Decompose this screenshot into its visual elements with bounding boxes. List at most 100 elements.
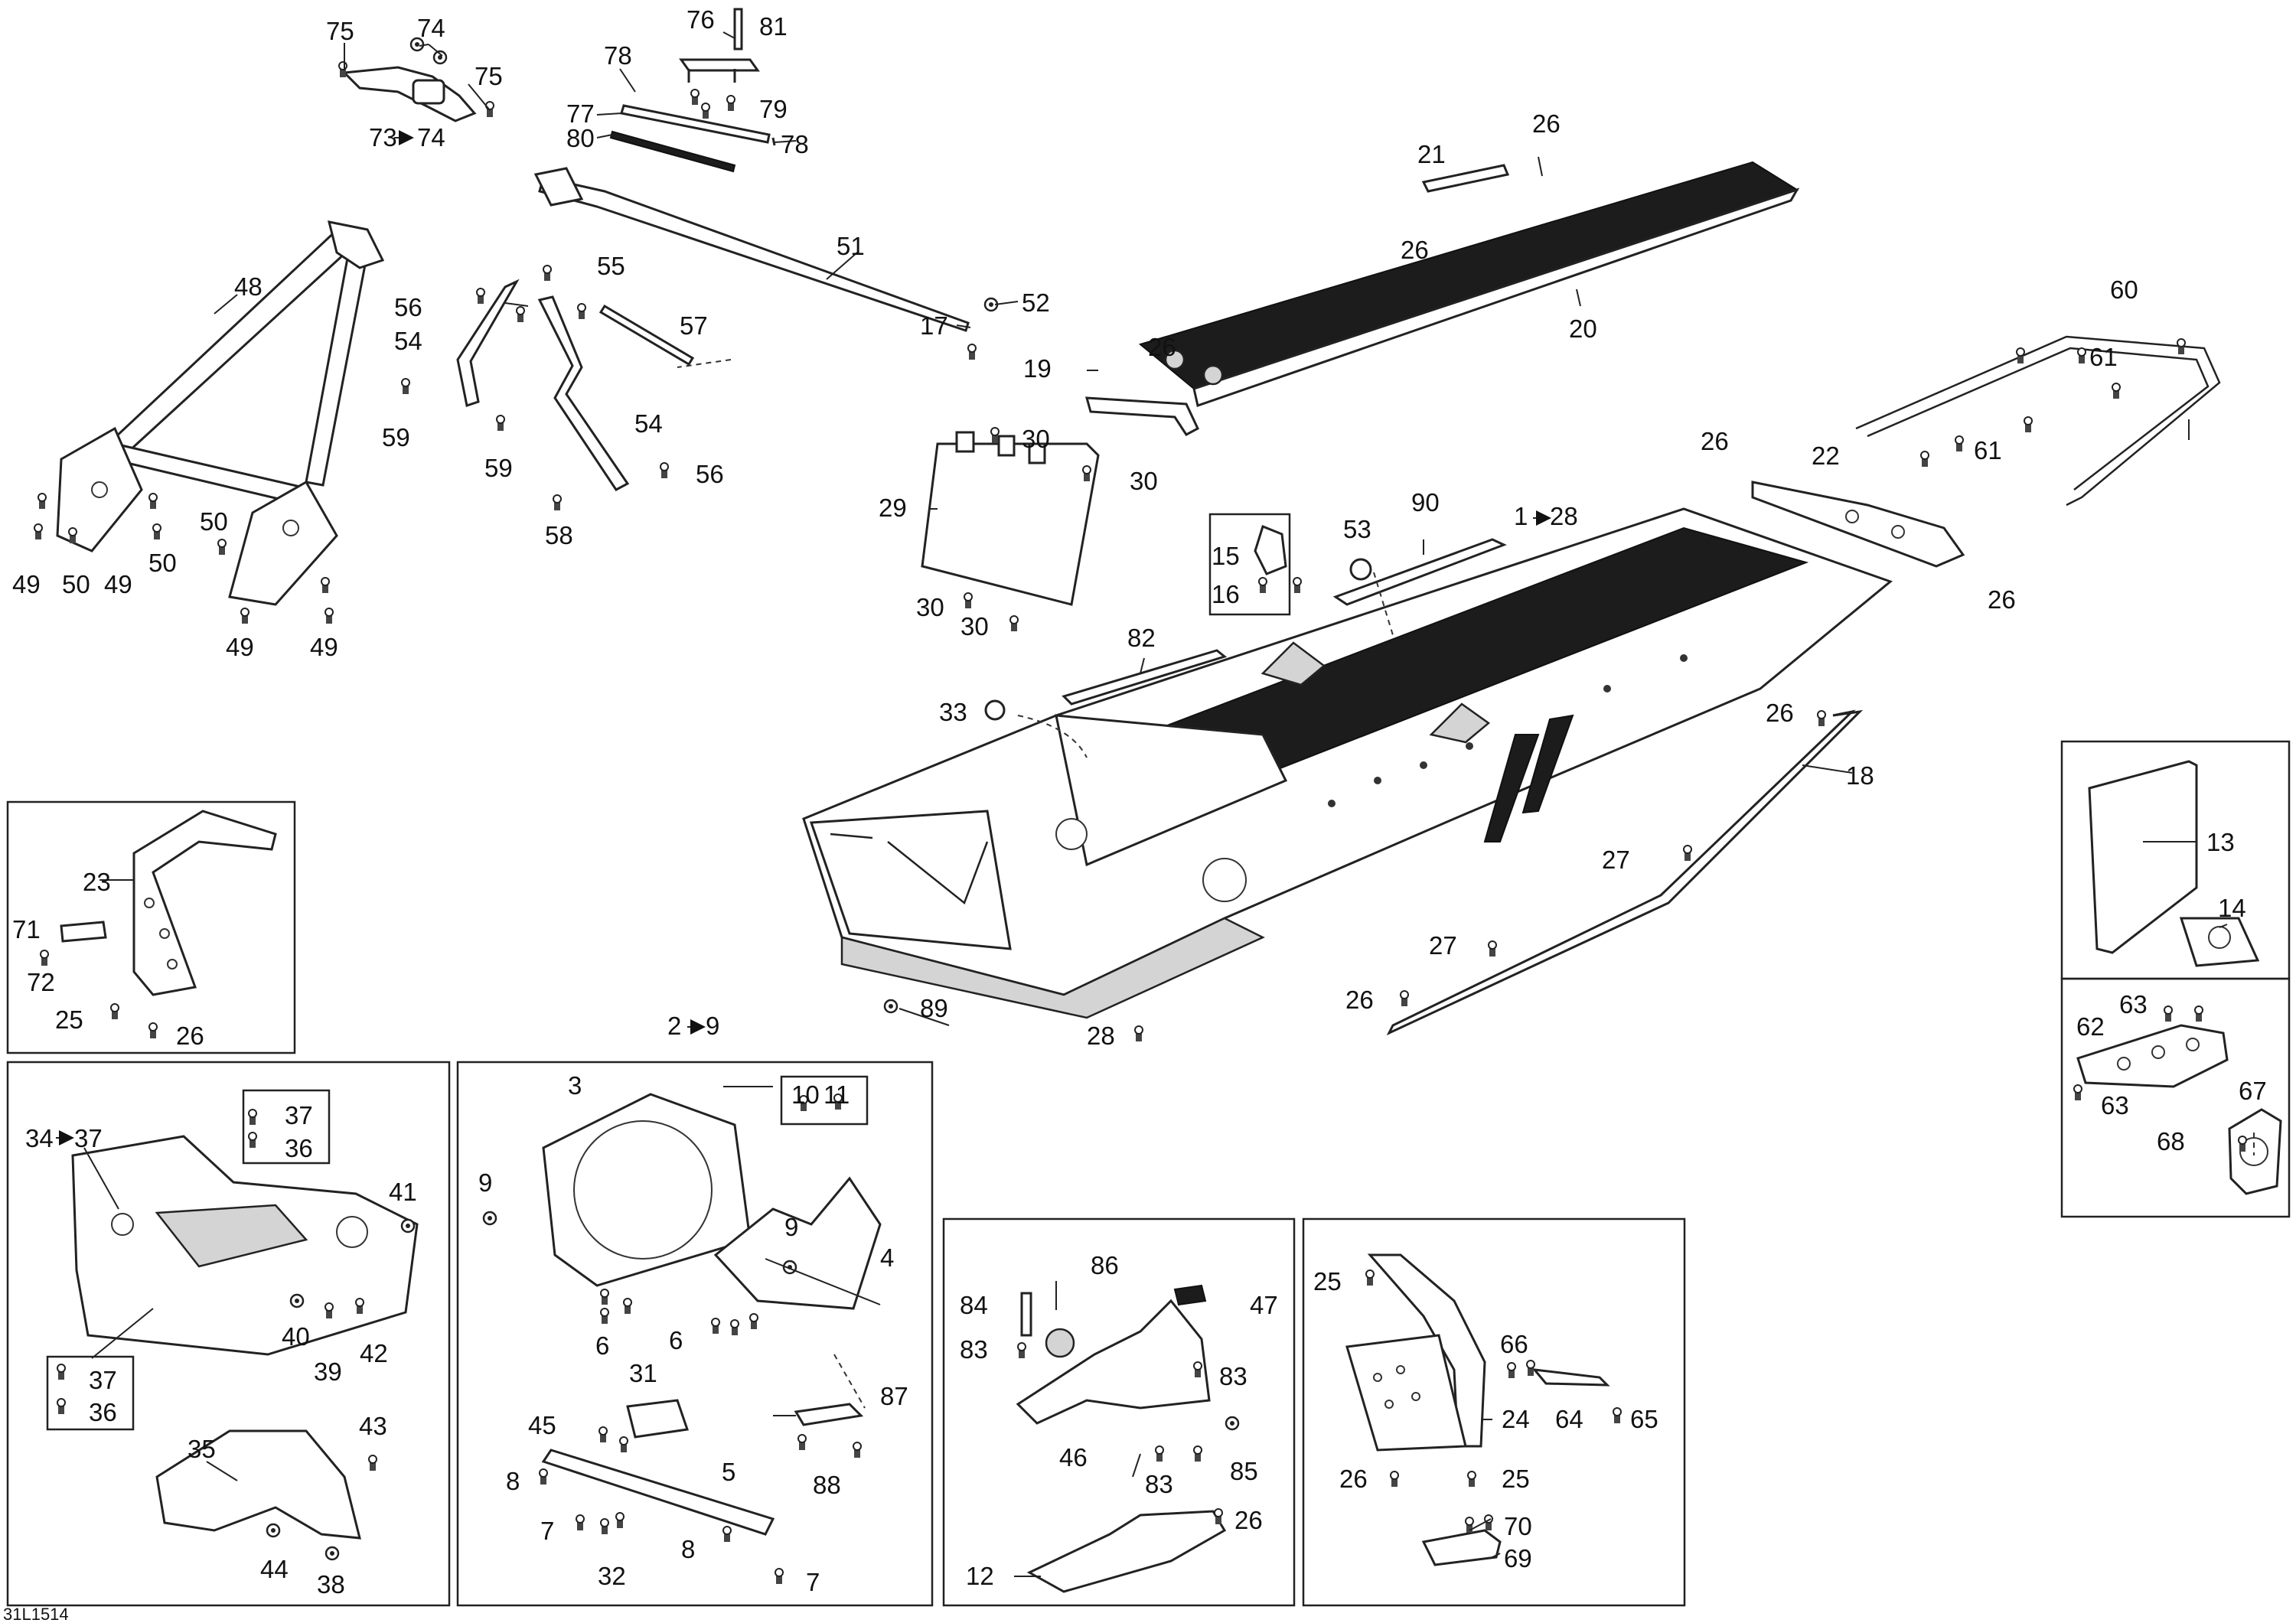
callout-27: 27 — [1429, 931, 1457, 960]
callout-75: 75 — [475, 62, 503, 90]
callout-26: 26 — [1148, 333, 1176, 361]
callout-36: 36 — [285, 1134, 313, 1162]
callout-24: 24 — [1502, 1405, 1530, 1433]
callout-58: 58 — [545, 521, 573, 549]
callout-6: 6 — [669, 1326, 683, 1354]
callout-7: 7 — [806, 1568, 820, 1596]
callout-26: 26 — [1766, 699, 1794, 727]
callout-13: 13 — [2206, 828, 2235, 856]
callout-79: 79 — [759, 95, 788, 123]
part-tank-29 — [921, 427, 1100, 632]
callout-21: 21 — [1417, 140, 1446, 168]
callout-9: 9 — [706, 1012, 719, 1040]
callout-64: 64 — [1555, 1405, 1583, 1433]
callout-19: 19 — [1023, 354, 1052, 383]
callout-81: 81 — [759, 12, 788, 41]
part-frame-34 — [57, 1109, 419, 1415]
callout-89: 89 — [920, 994, 948, 1022]
callout-73: 73 — [369, 123, 397, 152]
callout-40: 40 — [282, 1322, 310, 1351]
callout-34: 34 — [25, 1124, 54, 1152]
part-bracket-67 — [2228, 1108, 2282, 1195]
callout-75: 75 — [326, 17, 354, 45]
part-decal-87 — [794, 1403, 864, 1458]
callout-10: 10 — [791, 1080, 820, 1109]
callout-57: 57 — [680, 311, 708, 340]
callout-61: 61 — [1974, 436, 2002, 464]
callout-7: 7 — [540, 1517, 554, 1545]
callout-39: 39 — [314, 1357, 342, 1386]
inset-box-62-68 — [2060, 977, 2291, 1218]
callout-84: 84 — [960, 1291, 988, 1319]
callout-29: 29 — [879, 494, 907, 522]
callout-27: 27 — [1602, 846, 1630, 874]
callout-35: 35 — [188, 1435, 216, 1463]
callout-12: 12 — [966, 1562, 994, 1590]
part-bracket-22 — [1751, 481, 1965, 568]
part-plate-14 — [2179, 917, 2260, 967]
callout-63: 63 — [2119, 990, 2148, 1018]
callout-50: 50 — [148, 549, 177, 577]
callout-69: 69 — [1504, 1544, 1532, 1572]
callout-1: 1 — [1514, 502, 1528, 530]
inset-box-34-37 — [6, 1061, 451, 1607]
part-plate-31 — [598, 1399, 690, 1453]
callout-72: 72 — [27, 968, 55, 996]
part-bracket-35 — [155, 1429, 377, 1561]
callout-36: 36 — [89, 1398, 117, 1426]
callout-76: 76 — [687, 5, 715, 34]
callout-49: 49 — [310, 633, 338, 661]
part-tunnel-1 — [802, 507, 1893, 1019]
callout-17: 17 — [920, 311, 948, 340]
callout-25: 25 — [55, 1005, 83, 1034]
inset-box-2-9 — [456, 1061, 934, 1607]
callout-61: 61 — [2089, 343, 2118, 371]
callout-48: 48 — [234, 272, 263, 301]
callout-46: 46 — [1059, 1443, 1088, 1471]
callout-83: 83 — [1145, 1470, 1173, 1498]
dashed-leaders — [677, 359, 2255, 1409]
callout-28: 28 — [1550, 502, 1578, 530]
callout-47: 47 — [1250, 1291, 1278, 1319]
part-a-frame-48 — [34, 220, 385, 624]
part-28-screw — [1134, 1025, 1143, 1042]
callout-55: 55 — [597, 252, 625, 280]
callout-65: 65 — [1630, 1405, 1658, 1433]
callout-37: 37 — [89, 1366, 117, 1394]
callout-49: 49 — [104, 570, 132, 598]
range-arrows — [56, 130, 1551, 1146]
part-plate-62 — [2073, 1005, 2229, 1101]
callout-25: 25 — [1313, 1267, 1342, 1295]
inset-box-15-16 — [1208, 513, 1291, 616]
part-links-54 — [401, 265, 695, 511]
callout-80: 80 — [566, 124, 595, 152]
part-plate-69 — [1421, 1514, 1502, 1566]
leader-lines — [83, 31, 2228, 1577]
inset-box-46 — [942, 1217, 1296, 1607]
part-bracket-23 — [40, 810, 277, 1039]
callout-41: 41 — [389, 1178, 417, 1206]
part-rod-51 — [533, 167, 999, 360]
callout-62: 62 — [2076, 1012, 2105, 1041]
callout-63: 63 — [2101, 1091, 2129, 1119]
callout-78: 78 — [604, 41, 632, 70]
callout-88: 88 — [813, 1471, 841, 1499]
callout-71: 71 — [12, 915, 41, 943]
callout-50: 50 — [200, 507, 228, 536]
callout-8: 8 — [506, 1467, 520, 1495]
callout-30: 30 — [1022, 425, 1050, 453]
callout-26: 26 — [1532, 109, 1561, 138]
callout-59: 59 — [382, 423, 410, 451]
part-bracket-73 — [338, 37, 494, 122]
callout-14: 14 — [2218, 894, 2246, 922]
callout-30: 30 — [960, 612, 989, 640]
callout-26: 26 — [176, 1022, 204, 1050]
callout-77: 77 — [566, 99, 595, 128]
callout-51: 51 — [837, 232, 865, 260]
inset-box-10-11 — [780, 1075, 869, 1126]
part-15-16 — [1254, 525, 1302, 594]
callout-4: 4 — [880, 1243, 894, 1272]
callout-49: 49 — [226, 633, 254, 661]
callout-37: 37 — [285, 1101, 313, 1129]
